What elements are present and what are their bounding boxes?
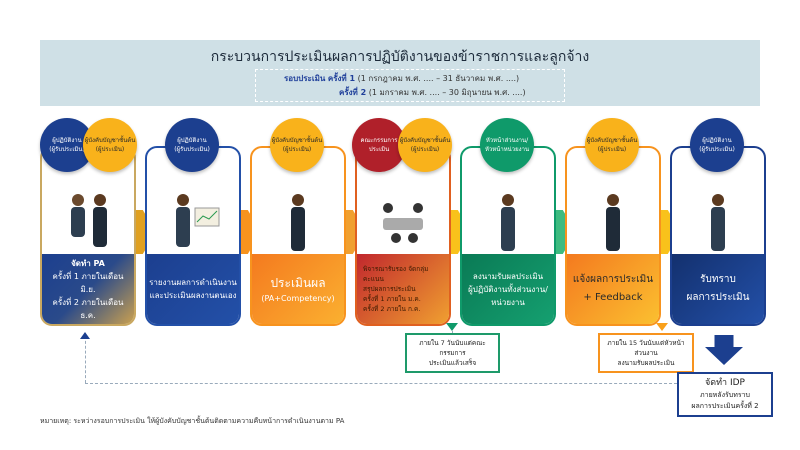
step-6-card: แจ้งผลการประเมิน + Feedback	[565, 146, 661, 326]
note-feedback-deadline: ภายใน 15 วันนับแต่หัวหน้าส่วนงานลงนามรับ…	[598, 333, 694, 373]
step-5-card: ลงนามรับผลประเมิน ผู้ปฏิบัติงานทั้งส่วนง…	[460, 146, 556, 326]
step-detail: ครั้งที่ 1 ภายใน ม.ค.	[363, 295, 421, 303]
badge-text: หัวหน้าหน่วยงาน	[484, 146, 530, 153]
step-3-text: ประเมินผล (PA+Competency)	[252, 254, 344, 324]
badge-supervisor: ผู้บังคับบัญชาชั้นต้น (ผู้ประเมิน)	[585, 118, 639, 172]
note-text: ประเมินแล้วเสร็จ	[428, 359, 477, 367]
step-5-text: ลงนามรับผลประเมิน ผู้ปฏิบัติงานทั้งส่วนง…	[462, 254, 554, 324]
note-idp: จัดทำ IDP ภายหลังรับทราบผลการประเมินครั้ง…	[677, 372, 773, 417]
note-committee-deadline: ภายใน 7 วันนับแต่คณะกรรมการประเมินแล้วเส…	[405, 333, 500, 373]
badge-employee: ผู้ปฏิบัติงาน (ผู้รับประเมิน)	[690, 118, 744, 172]
supervisor-illustration-icon	[606, 194, 620, 251]
badge-committee: คณะกรรมการประเมิน	[352, 118, 406, 172]
step-detail: (PA+Competency)	[261, 293, 335, 303]
loop-line	[85, 383, 677, 384]
step-detail: ครั้งที่ 2 ภายในเดือน ธ.ค.	[52, 297, 124, 320]
badge-text: (ผู้รับประเมิน)	[49, 146, 85, 153]
badge-employee: ผู้ปฏิบัติงาน (ผู้รับประเมิน)	[165, 118, 219, 172]
badge-text: (ผู้ประเมิน)	[95, 146, 125, 153]
step-detail: รายงานผลการดำเนินงาน	[149, 278, 237, 287]
badge-text: หัวหน้าส่วนงาน/	[485, 137, 529, 144]
step-1-card: จัดทำ PA ครั้งที่ 1 ภายในเดือน มิ.ย. ครั…	[40, 146, 136, 326]
step-detail: ลงนามรับผลประเมิน	[472, 271, 544, 281]
badge-head-of-unit: หัวหน้าส่วนงาน/หัวหน้าหน่วยงาน	[480, 118, 534, 172]
badge-text: ผู้บังคับบัญชาชั้นต้น	[586, 137, 638, 144]
step-3-card: ประเมินผล (PA+Competency)	[250, 146, 346, 326]
note-text: ภายใน 15 วันนับแต่หัวหน้าส่วนงาน	[607, 339, 685, 357]
badge-text: (ผู้รับประเมิน)	[699, 146, 735, 153]
round1-dates: (1 กรกฎาคม พ.ศ. .... – 31 ธันวาคม พ.ศ. .…	[357, 74, 520, 83]
step-detail: หน่วยงาน	[491, 297, 525, 307]
step-2-card: รายงานผลการดำเนินงาน และประเมินผลงานตนเอ…	[145, 146, 241, 326]
supervisor-illustration-icon	[291, 194, 305, 251]
step-2-text: รายงานผลการดำเนินงาน และประเมินผลงานตนเอ…	[147, 254, 239, 324]
badge-text: ผู้บังคับบัญชาชั้นต้น	[399, 137, 451, 144]
badge-text: (ผู้ประเมิน)	[410, 146, 440, 153]
down-arrow-icon	[705, 335, 743, 365]
step-title: แจ้งผลการประเมิน	[572, 274, 654, 285]
step-title: จัดทำ PA	[71, 258, 105, 268]
note-title: จัดทำ IDP	[705, 378, 745, 388]
step-title: ประเมินผล	[270, 275, 326, 290]
badge-text: ผู้ปฏิบัติงาน	[702, 137, 732, 144]
footnote: หมายเหตุ: ระหว่างรอบการประเมิน ให้ผู้บัง…	[40, 417, 345, 425]
step-detail: + Feedback	[583, 292, 643, 303]
step-title: รับทราบ	[700, 274, 736, 285]
round2-dates: (1 มกราคม พ.ศ. .... – 30 มิถุนายน พ.ศ. .…	[368, 88, 526, 97]
note-text: ลงนามรับผลประเมิน	[617, 359, 675, 367]
step-detail: ผู้ปฏิบัติงานทั้งส่วนงาน/	[468, 284, 548, 294]
step-detail: สรุปผลการประเมิน	[363, 285, 416, 293]
evaluation-rounds: รอบประเมิน ครั้งที่ 1 (1 กรกฎาคม พ.ศ. ..…	[255, 69, 565, 102]
header-banner: กระบวนการประเมินผลการปฏิบัติงานของข้าราช…	[40, 40, 760, 106]
person-with-chart-icon	[176, 194, 220, 247]
badge-text: (ผู้ประเมิน)	[282, 146, 312, 153]
step-detail: ครั้งที่ 2 ภายใน ก.ค.	[363, 305, 421, 313]
badge-text: ผู้บังคับบัญชาชั้นต้น	[271, 137, 323, 144]
down-arrow-icon	[656, 323, 668, 331]
step-7-card: รับทราบ ผลการประเมิน	[670, 146, 766, 326]
step-detail: และประเมินผลงานตนเอง	[149, 291, 237, 300]
badge-text: (ผู้รับประเมิน)	[174, 146, 210, 153]
step-detail: จัดกลุ่มคะแนน	[363, 265, 429, 283]
people-illustration-icon	[71, 194, 107, 247]
badge-supervisor: ผู้บังคับบัญชาชั้นต้น (ผู้ประเมิน)	[83, 118, 137, 172]
head-of-unit-illustration-icon	[501, 194, 515, 251]
down-arrow-icon	[446, 323, 458, 331]
employee-illustration-icon	[711, 194, 725, 251]
meeting-illustration-icon	[383, 203, 423, 243]
badge-text: ผู้ปฏิบัติงาน	[52, 137, 82, 144]
step-1-text: จัดทำ PA ครั้งที่ 1 ภายในเดือน มิ.ย. ครั…	[42, 254, 134, 324]
badge-supervisor: ผู้บังคับบัญชาชั้นต้น (ผู้ประเมิน)	[270, 118, 324, 172]
note-text: ภายใน 7 วันนับแต่คณะกรรมการ	[419, 339, 486, 357]
badge-text: ประเมิน	[368, 146, 390, 153]
round-label: รอบประเมิน	[284, 74, 326, 83]
step-4-text: พิจารณารับรอง จัดกลุ่มคะแนน สรุปผลการประ…	[357, 254, 449, 324]
badge-supervisor: ผู้บังคับบัญชาชั้นต้น (ผู้ประเมิน)	[398, 118, 452, 172]
round1-label: ครั้งที่ 1	[327, 74, 356, 83]
step-detail: ครั้งที่ 1 ภายในเดือน มิ.ย.	[52, 271, 124, 294]
step-7-text: รับทราบ ผลการประเมิน	[672, 254, 764, 324]
step-detail: พิจารณารับรอง	[363, 265, 407, 273]
note-text: ผลการประเมินครั้งที่ 2	[691, 402, 759, 410]
badge-text: ผู้บังคับบัญชาชั้นต้น	[84, 137, 136, 144]
badge-text: ผู้ปฏิบัติงาน	[177, 137, 207, 144]
badge-text: คณะกรรมการ	[360, 137, 398, 144]
round2-label: ครั้งที่ 2	[339, 88, 367, 97]
page-title: กระบวนการประเมินผลการปฏิบัติงานของข้าราช…	[210, 49, 590, 65]
step-6-text: แจ้งผลการประเมิน + Feedback	[567, 254, 659, 324]
up-arrow-icon	[80, 332, 90, 339]
badge-text: (ผู้ประเมิน)	[597, 146, 627, 153]
note-text: ภายหลังรับทราบ	[700, 391, 750, 399]
loop-line	[85, 336, 86, 383]
step-4-card: พิจารณารับรอง จัดกลุ่มคะแนน สรุปผลการประ…	[355, 146, 451, 326]
step-detail: ผลการประเมิน	[686, 292, 750, 303]
